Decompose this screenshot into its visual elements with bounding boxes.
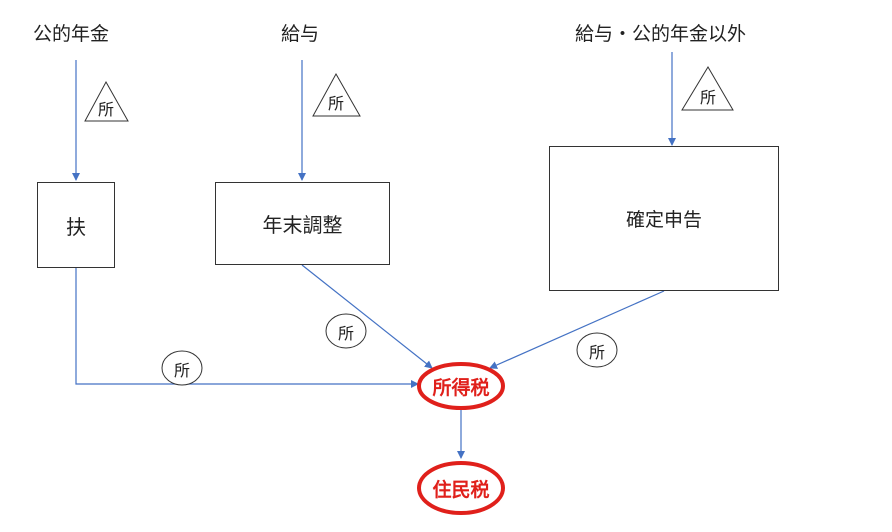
triangle-salary-label: 所 [327,94,344,113]
arrow-fuyo-to-income-tax [75,268,419,388]
triangle-pension-icon [84,80,129,122]
final-tax-return-box: 確定申告 [549,146,779,291]
income-tax-oval [417,362,505,410]
circle-year-end-label: 所 [337,324,354,343]
year-end-adjustment-label: 年末調整 [262,213,343,237]
triangle-other-icon [681,66,734,111]
circle-fuyo-label: 所 [173,361,190,380]
circle-year-end-icon [325,313,367,349]
arrow-final-to-income-tax [489,290,665,369]
income-tax-label: 所得税 [432,377,490,399]
circle-fuyo-icon [161,350,203,386]
resident-tax-label: 住民税 [432,479,490,501]
arrow-year-end-to-income-tax [301,264,433,369]
triangle-other-label: 所 [699,88,716,107]
source-public-pension: 公的年金 [33,23,110,45]
source-other: 給与・公的年金以外 [575,23,747,45]
circle-final-label: 所 [588,343,605,362]
fuyo-box: 扶 [37,182,115,268]
resident-tax-oval [417,461,505,515]
triangle-salary-icon [312,72,361,117]
final-tax-return-label: 確定申告 [625,209,702,231]
triangle-pension-label: 所 [97,100,114,119]
circle-final-icon [576,332,618,368]
source-salary: 給与 [281,23,320,45]
fuyo-label: 扶 [66,214,86,239]
year-end-adjustment-box: 年末調整 [215,182,390,265]
